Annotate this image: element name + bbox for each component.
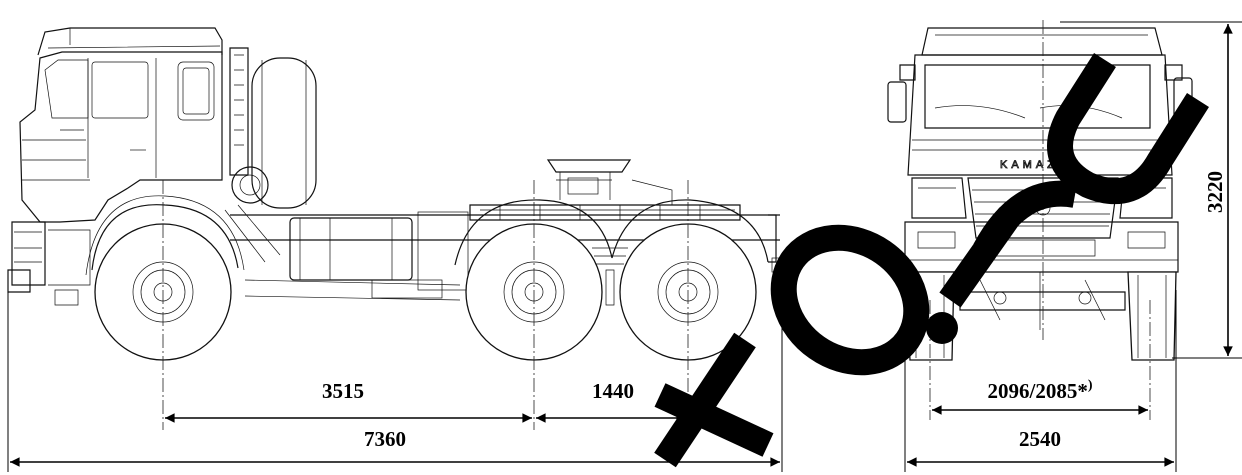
watermark-logo — [654, 53, 1209, 468]
front-centerlines — [929, 20, 1151, 420]
front-tire-right — [1127, 271, 1177, 361]
dimension-overall-width: 2540 — [907, 427, 1174, 467]
dimension-wheelbase-rear: 1440 — [536, 379, 686, 423]
label-wheelbase-rear: 1440 — [592, 379, 634, 403]
label-overall-width: 2540 — [1019, 427, 1061, 451]
label-track-value: 2096/2085* — [987, 379, 1087, 403]
dimension-track: 2096/2085*) — [932, 378, 1148, 415]
label-wheelbase-front: 3515 — [322, 379, 364, 403]
side-view-truck — [7, 27, 783, 306]
axle-centerlines — [162, 180, 689, 430]
dimension-overall-height: 3220 — [1203, 24, 1233, 356]
dimension-wheelbase-front: 3515 — [165, 379, 532, 423]
label-overall-height: 3220 — [1203, 171, 1227, 213]
dimension-overall-length: 7360 — [10, 427, 780, 467]
label-track: 2096/2085*) — [987, 378, 1092, 403]
label-track-note: ) — [1088, 378, 1093, 393]
label-overall-length: 7360 — [364, 427, 406, 451]
grille-brand-label: KAMAZ — [1000, 159, 1058, 171]
